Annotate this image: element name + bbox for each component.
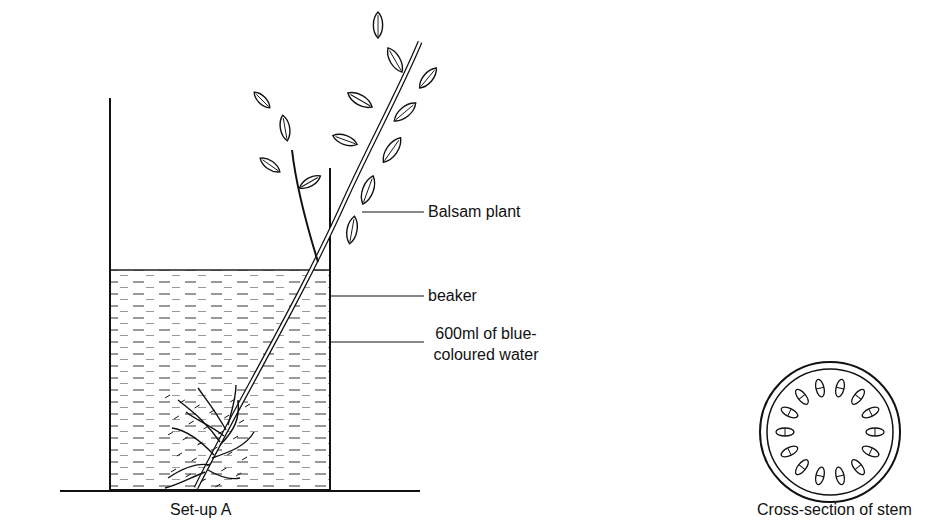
vascular-bundle bbox=[866, 428, 884, 436]
root-hair bbox=[212, 447, 217, 450]
vascular-bundle bbox=[814, 466, 826, 485]
stem-cortex bbox=[767, 369, 893, 495]
leaf bbox=[297, 172, 322, 191]
root-hair bbox=[165, 395, 170, 398]
vascular-bundles bbox=[776, 378, 884, 485]
root-hair bbox=[245, 404, 250, 407]
cross-section-label: Cross-section of stem bbox=[757, 500, 912, 521]
leaf bbox=[331, 131, 359, 149]
leaf bbox=[345, 89, 374, 112]
root-hair bbox=[218, 431, 223, 434]
vascular-bundle bbox=[776, 428, 794, 436]
root-hair bbox=[224, 415, 229, 418]
root-hair bbox=[168, 432, 173, 435]
root-hair bbox=[227, 452, 232, 455]
stem bbox=[196, 42, 420, 488]
root-hair bbox=[183, 437, 188, 440]
leader-line bbox=[331, 341, 424, 342]
root-hair bbox=[198, 442, 203, 445]
root-hair bbox=[201, 479, 206, 482]
leaf bbox=[379, 135, 405, 166]
root-hair bbox=[233, 436, 238, 439]
root bbox=[168, 464, 210, 478]
root bbox=[198, 388, 226, 430]
vascular-bundle bbox=[861, 444, 881, 459]
root-hair bbox=[221, 468, 226, 471]
root bbox=[208, 470, 240, 479]
root-hair bbox=[230, 399, 235, 402]
plant-label: Balsam plant bbox=[428, 202, 521, 223]
vascular-bundle bbox=[793, 458, 810, 477]
leaf bbox=[416, 65, 440, 91]
leader-line bbox=[331, 295, 424, 296]
leaf bbox=[391, 99, 419, 125]
root-hair bbox=[239, 420, 244, 423]
root-hair bbox=[177, 453, 182, 456]
water-surface bbox=[111, 269, 330, 271]
root-hair bbox=[209, 410, 214, 413]
beaker-label: beaker bbox=[428, 286, 477, 307]
root-hair bbox=[186, 474, 191, 477]
bench bbox=[60, 490, 420, 492]
root-hair bbox=[192, 458, 197, 461]
vascular-bundle bbox=[834, 466, 846, 485]
stem-inner bbox=[196, 42, 420, 488]
root-hair bbox=[242, 457, 247, 460]
vascular-bundle bbox=[834, 378, 846, 397]
root bbox=[165, 472, 205, 488]
root bbox=[212, 432, 254, 458]
vascular-bundle bbox=[780, 444, 800, 459]
root bbox=[186, 412, 224, 436]
vascular-bundle bbox=[814, 378, 826, 397]
root-hair bbox=[236, 473, 241, 476]
root-hair bbox=[189, 421, 194, 424]
leaves bbox=[251, 12, 439, 245]
stem-epidermis bbox=[760, 362, 900, 502]
leaf bbox=[278, 114, 292, 141]
root-hair bbox=[215, 484, 220, 487]
setup-label: Set-up A bbox=[170, 500, 231, 521]
root bbox=[172, 428, 214, 455]
vascular-bundle bbox=[861, 405, 881, 420]
leaf bbox=[384, 45, 407, 74]
root bbox=[228, 385, 236, 425]
leaf bbox=[358, 174, 378, 206]
leaf bbox=[345, 215, 360, 244]
leader-line bbox=[362, 211, 424, 212]
root-hair bbox=[171, 469, 176, 472]
roots bbox=[165, 385, 254, 488]
vascular-bundle bbox=[849, 458, 866, 477]
branch bbox=[292, 150, 318, 262]
root-hair bbox=[195, 405, 200, 408]
leaf bbox=[251, 89, 272, 110]
vascular-bundle bbox=[793, 387, 810, 406]
root-hair bbox=[204, 426, 209, 429]
root-hair bbox=[180, 400, 185, 403]
vascular-bundle bbox=[780, 405, 800, 420]
leaf bbox=[373, 12, 382, 38]
leaf bbox=[258, 155, 283, 176]
vascular-bundle bbox=[849, 387, 866, 406]
root-hair bbox=[206, 463, 211, 466]
water-label: 600ml of blue-coloured water bbox=[430, 324, 542, 366]
root-hair bbox=[174, 416, 179, 419]
